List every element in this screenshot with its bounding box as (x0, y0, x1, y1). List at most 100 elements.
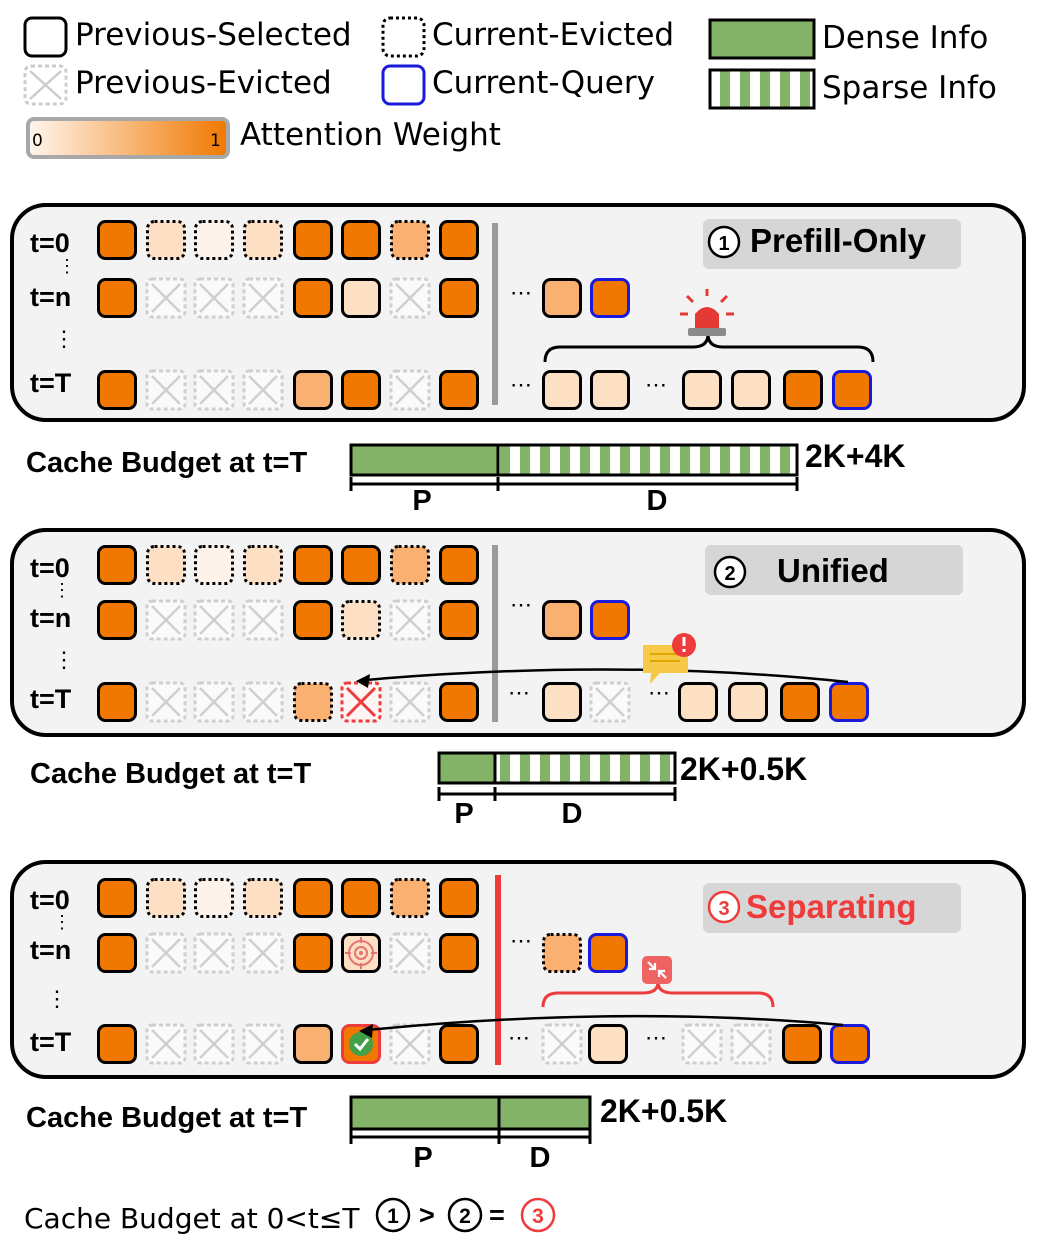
token-box (542, 600, 582, 640)
time-label-tn: t=n (30, 935, 71, 965)
budget-sparse-bar (493, 751, 677, 785)
step-number-badge (713, 555, 747, 589)
evicted-token (242, 681, 284, 723)
attention-weight-label: Attention Weight (240, 117, 501, 153)
token-box (194, 545, 234, 585)
prefill-budget-label: P (454, 798, 473, 830)
token-box (390, 545, 430, 585)
evicted-token (541, 1023, 583, 1065)
token-box (194, 220, 234, 260)
token-row-tT (97, 1023, 870, 1065)
retrieval-arrow (367, 1014, 844, 1032)
token-box (293, 545, 333, 585)
panel-1-title: Prefill-Only (750, 222, 927, 259)
evicted-token (389, 369, 431, 411)
vertical-ellipsis: ⋮ (53, 647, 75, 672)
warning-message-icon (643, 633, 696, 684)
step-number-badge (520, 1197, 556, 1233)
footer-step-1: 1 (387, 1205, 399, 1228)
horizontal-ellipsis: ⋯ (510, 372, 532, 397)
scale-min-label: 0 (32, 131, 43, 151)
panel-3: t=0 t=n t=T ⋮ ⋮ ⋯ ⋯ ⋯ 3 Separating (30, 875, 961, 1065)
panel-2-title: Unified (777, 552, 889, 589)
time-label-tT: t=T (30, 684, 72, 714)
evicted-token (145, 369, 187, 411)
token-box (682, 370, 722, 410)
token-box (439, 545, 479, 585)
step-number-badge (707, 890, 741, 924)
time-label-t0: t=0 (30, 553, 70, 583)
legend-sparse-label: Sparse Info (822, 70, 997, 106)
evicted-token (389, 599, 431, 641)
token-row-t0 (97, 545, 479, 585)
evicted-token (145, 1023, 187, 1065)
token-row-t0 (97, 878, 479, 918)
vertical-ellipsis: ⋮ (53, 912, 71, 932)
legend-previous-evicted-label: Previous-Evicted (75, 65, 332, 101)
budget-label: Cache Budget at t=T (26, 447, 307, 479)
token-box (588, 1024, 628, 1064)
horizontal-ellipsis: ⋯ (508, 680, 530, 705)
query-token (830, 1024, 870, 1064)
token-box (146, 878, 186, 918)
token-box (293, 278, 333, 318)
evicted-token (193, 681, 235, 723)
evicted-token (145, 932, 187, 974)
vertical-ellipsis: ⋮ (53, 580, 71, 600)
legend-previous-evicted-swatch (23, 64, 68, 106)
footer-comparison: Cache Budget at 0<t≤T 1 > 2 = 3 (24, 1197, 556, 1235)
time-label-tn: t=n (30, 603, 71, 633)
token-box (97, 220, 137, 260)
token-box (390, 220, 430, 260)
budget-size-label: 2K+0.5K (600, 1093, 727, 1129)
panel-1-title-box (703, 219, 961, 269)
evicted-token (145, 599, 187, 641)
token-row-tn (97, 277, 630, 319)
legend-sparse-swatch (708, 68, 816, 110)
scale-max-label: 1 (210, 131, 221, 151)
evicted-token (242, 277, 284, 319)
token-box (390, 878, 430, 918)
evicted-token (193, 277, 235, 319)
evicted-token (242, 932, 284, 974)
step-number-badge (707, 225, 741, 259)
footer-label: Cache Budget at 0<t≤T (24, 1202, 360, 1235)
horizontal-ellipsis: ⋯ (645, 1025, 667, 1050)
vertical-ellipsis: ⋮ (53, 326, 75, 351)
token-box (243, 220, 283, 260)
legend: Previous-Selected Current-Evicted Previo… (23, 16, 997, 159)
budget-label: Cache Budget at t=T (26, 1102, 307, 1134)
legend-current-query-label: Current-Query (432, 65, 655, 101)
budget-sparse-bar (496, 443, 799, 477)
token-box (542, 278, 582, 318)
token-box (439, 370, 479, 410)
budget-2: Cache Budget at t=T P D 2K+0.5K (30, 751, 807, 830)
token-box (97, 878, 137, 918)
evicted-token (193, 369, 235, 411)
evicted-token (389, 932, 431, 974)
token-box (293, 370, 333, 410)
token-box (728, 682, 768, 722)
token-box (293, 1024, 333, 1064)
time-label-tn: t=n (30, 282, 71, 312)
token-box (97, 933, 137, 973)
token-box (97, 370, 137, 410)
token-box (542, 682, 582, 722)
evicted-token (242, 1023, 284, 1065)
compress-icon (642, 956, 672, 984)
token-box (542, 370, 582, 410)
evicted-token (681, 1023, 723, 1065)
footer-step-2: 2 (459, 1205, 471, 1228)
token-box (341, 370, 381, 410)
token-box (194, 878, 234, 918)
token-box (97, 682, 137, 722)
token-box (782, 1024, 822, 1064)
legend-previous-selected-label: Previous-Selected (75, 17, 352, 53)
time-label-t0: t=0 (30, 228, 70, 258)
budget-label: Cache Budget at t=T (30, 758, 311, 790)
legend-current-evicted-swatch (381, 16, 426, 58)
decode-budget-label: D (562, 798, 583, 830)
panel-1: t=0 t=n t=T ⋮ ⋮ ⋯ ⋯ ⋯ 1 Prefill-Only (30, 219, 961, 411)
token-box (293, 933, 333, 973)
evicted-token (242, 369, 284, 411)
